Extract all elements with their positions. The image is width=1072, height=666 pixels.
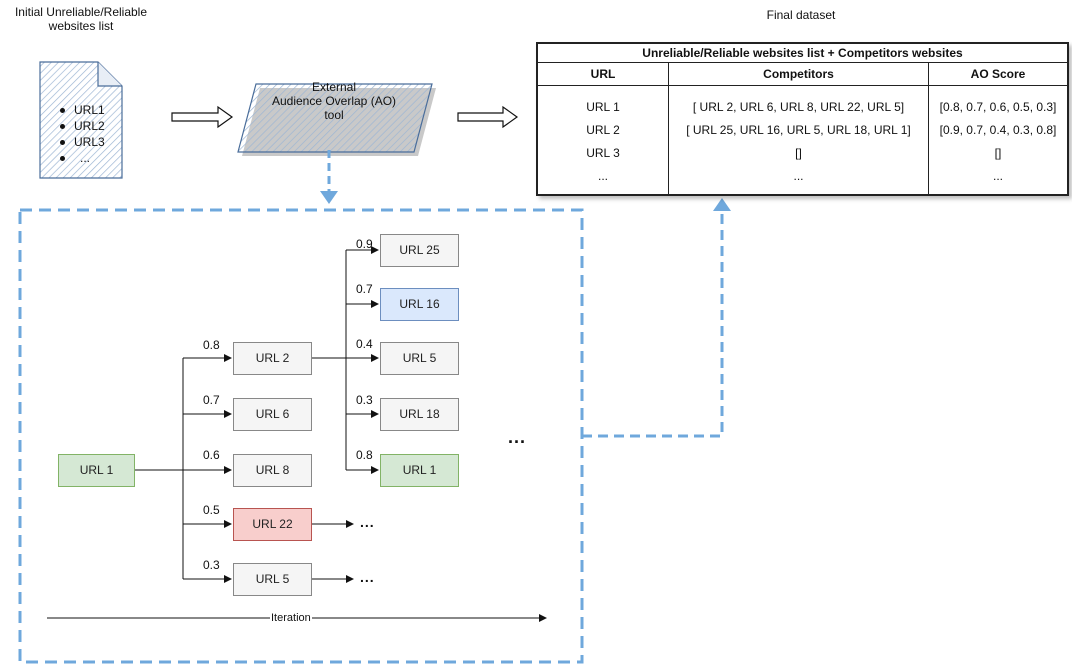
table-cell: ... (992, 169, 1003, 183)
final-dataset-table: Unreliable/Reliable websites list + Comp… (536, 42, 1069, 196)
small-ellipsis: ... (360, 514, 375, 530)
list-item: URL3 (60, 134, 105, 150)
edge-score: 0.8 (356, 448, 373, 462)
table-cell: URL 3 (586, 146, 620, 160)
table-cell: [0.8, 0.7, 0.6, 0.5, 0.3] (939, 100, 1057, 114)
iteration-label: Iteration (270, 612, 312, 624)
small-ellipsis: ... (360, 569, 375, 585)
edge-score: 0.8 (203, 338, 220, 352)
edge-score: 0.7 (356, 282, 373, 296)
column-header-url: URL (538, 63, 668, 86)
table-cell: [] (994, 146, 1002, 160)
table-cell: ... (597, 169, 608, 183)
tree-node: URL 25 (380, 234, 459, 267)
flow-arrow-1 (171, 105, 234, 129)
edge-score: 0.7 (203, 393, 220, 407)
table-cell: URL 1 (586, 100, 620, 114)
competitors-column: [ URL 2, URL 6, URL 8, URL 22, URL 5] [ … (669, 96, 928, 188)
edge-score: 0.9 (356, 237, 373, 251)
tool-label: External Audience Overlap (AO) tool (271, 80, 397, 122)
tree-node: URL 16 (380, 288, 459, 321)
edge-score: 0.4 (356, 337, 373, 351)
table-cell: [ URL 2, URL 6, URL 8, URL 22, URL 5] (692, 100, 905, 114)
list-item: URL2 (60, 118, 105, 134)
tree-node: URL 6 (233, 398, 312, 431)
column-header-competitors: Competitors (669, 63, 928, 86)
tree-node: URL 5 (380, 342, 459, 375)
edge-score: 0.6 (203, 448, 220, 462)
tree-node: URL 8 (233, 454, 312, 487)
table-cell: [ URL 25, URL 16, URL 5, URL 18, URL 1] (686, 123, 911, 137)
tree-node: URL 18 (380, 398, 459, 431)
edge-score: 0.5 (203, 503, 220, 517)
edge-score: 0.3 (203, 558, 220, 572)
continuation-ellipsis: ... (508, 427, 527, 447)
tree-root-node: URL 1 (58, 454, 135, 487)
column-header-ao-score: AO Score (929, 63, 1067, 86)
table-cell: URL 2 (586, 123, 620, 137)
url-column: URL 1 URL 2 URL 3 ... (538, 96, 668, 188)
input-url-list: URL1 URL2 URL3 ... (60, 102, 105, 166)
list-item: URL1 (60, 102, 105, 118)
document-icon (39, 61, 123, 179)
ao-score-column: [0.8, 0.7, 0.6, 0.5, 0.3] [0.9, 0.7, 0.4… (929, 96, 1067, 188)
edge-score: 0.3 (356, 393, 373, 407)
table-cell: [] (795, 146, 802, 160)
input-list-title: Initial Unreliable/Reliable websites lis… (14, 5, 148, 33)
flow-arrow-2 (457, 105, 519, 129)
table-cell: [0.9, 0.7, 0.4, 0.3, 0.8] (939, 123, 1057, 137)
tool-diamond-shape (237, 83, 436, 156)
table-cell: ... (793, 169, 804, 183)
final-dataset-caption: Final dataset (766, 8, 836, 22)
list-item: ... (60, 150, 105, 166)
tree-node: URL 22 (233, 508, 312, 541)
tree-node: URL 5 (233, 563, 312, 596)
tree-node: URL 1 (380, 454, 459, 487)
tree-node: URL 2 (233, 342, 312, 375)
table-title: Unreliable/Reliable websites list + Comp… (538, 44, 1067, 63)
